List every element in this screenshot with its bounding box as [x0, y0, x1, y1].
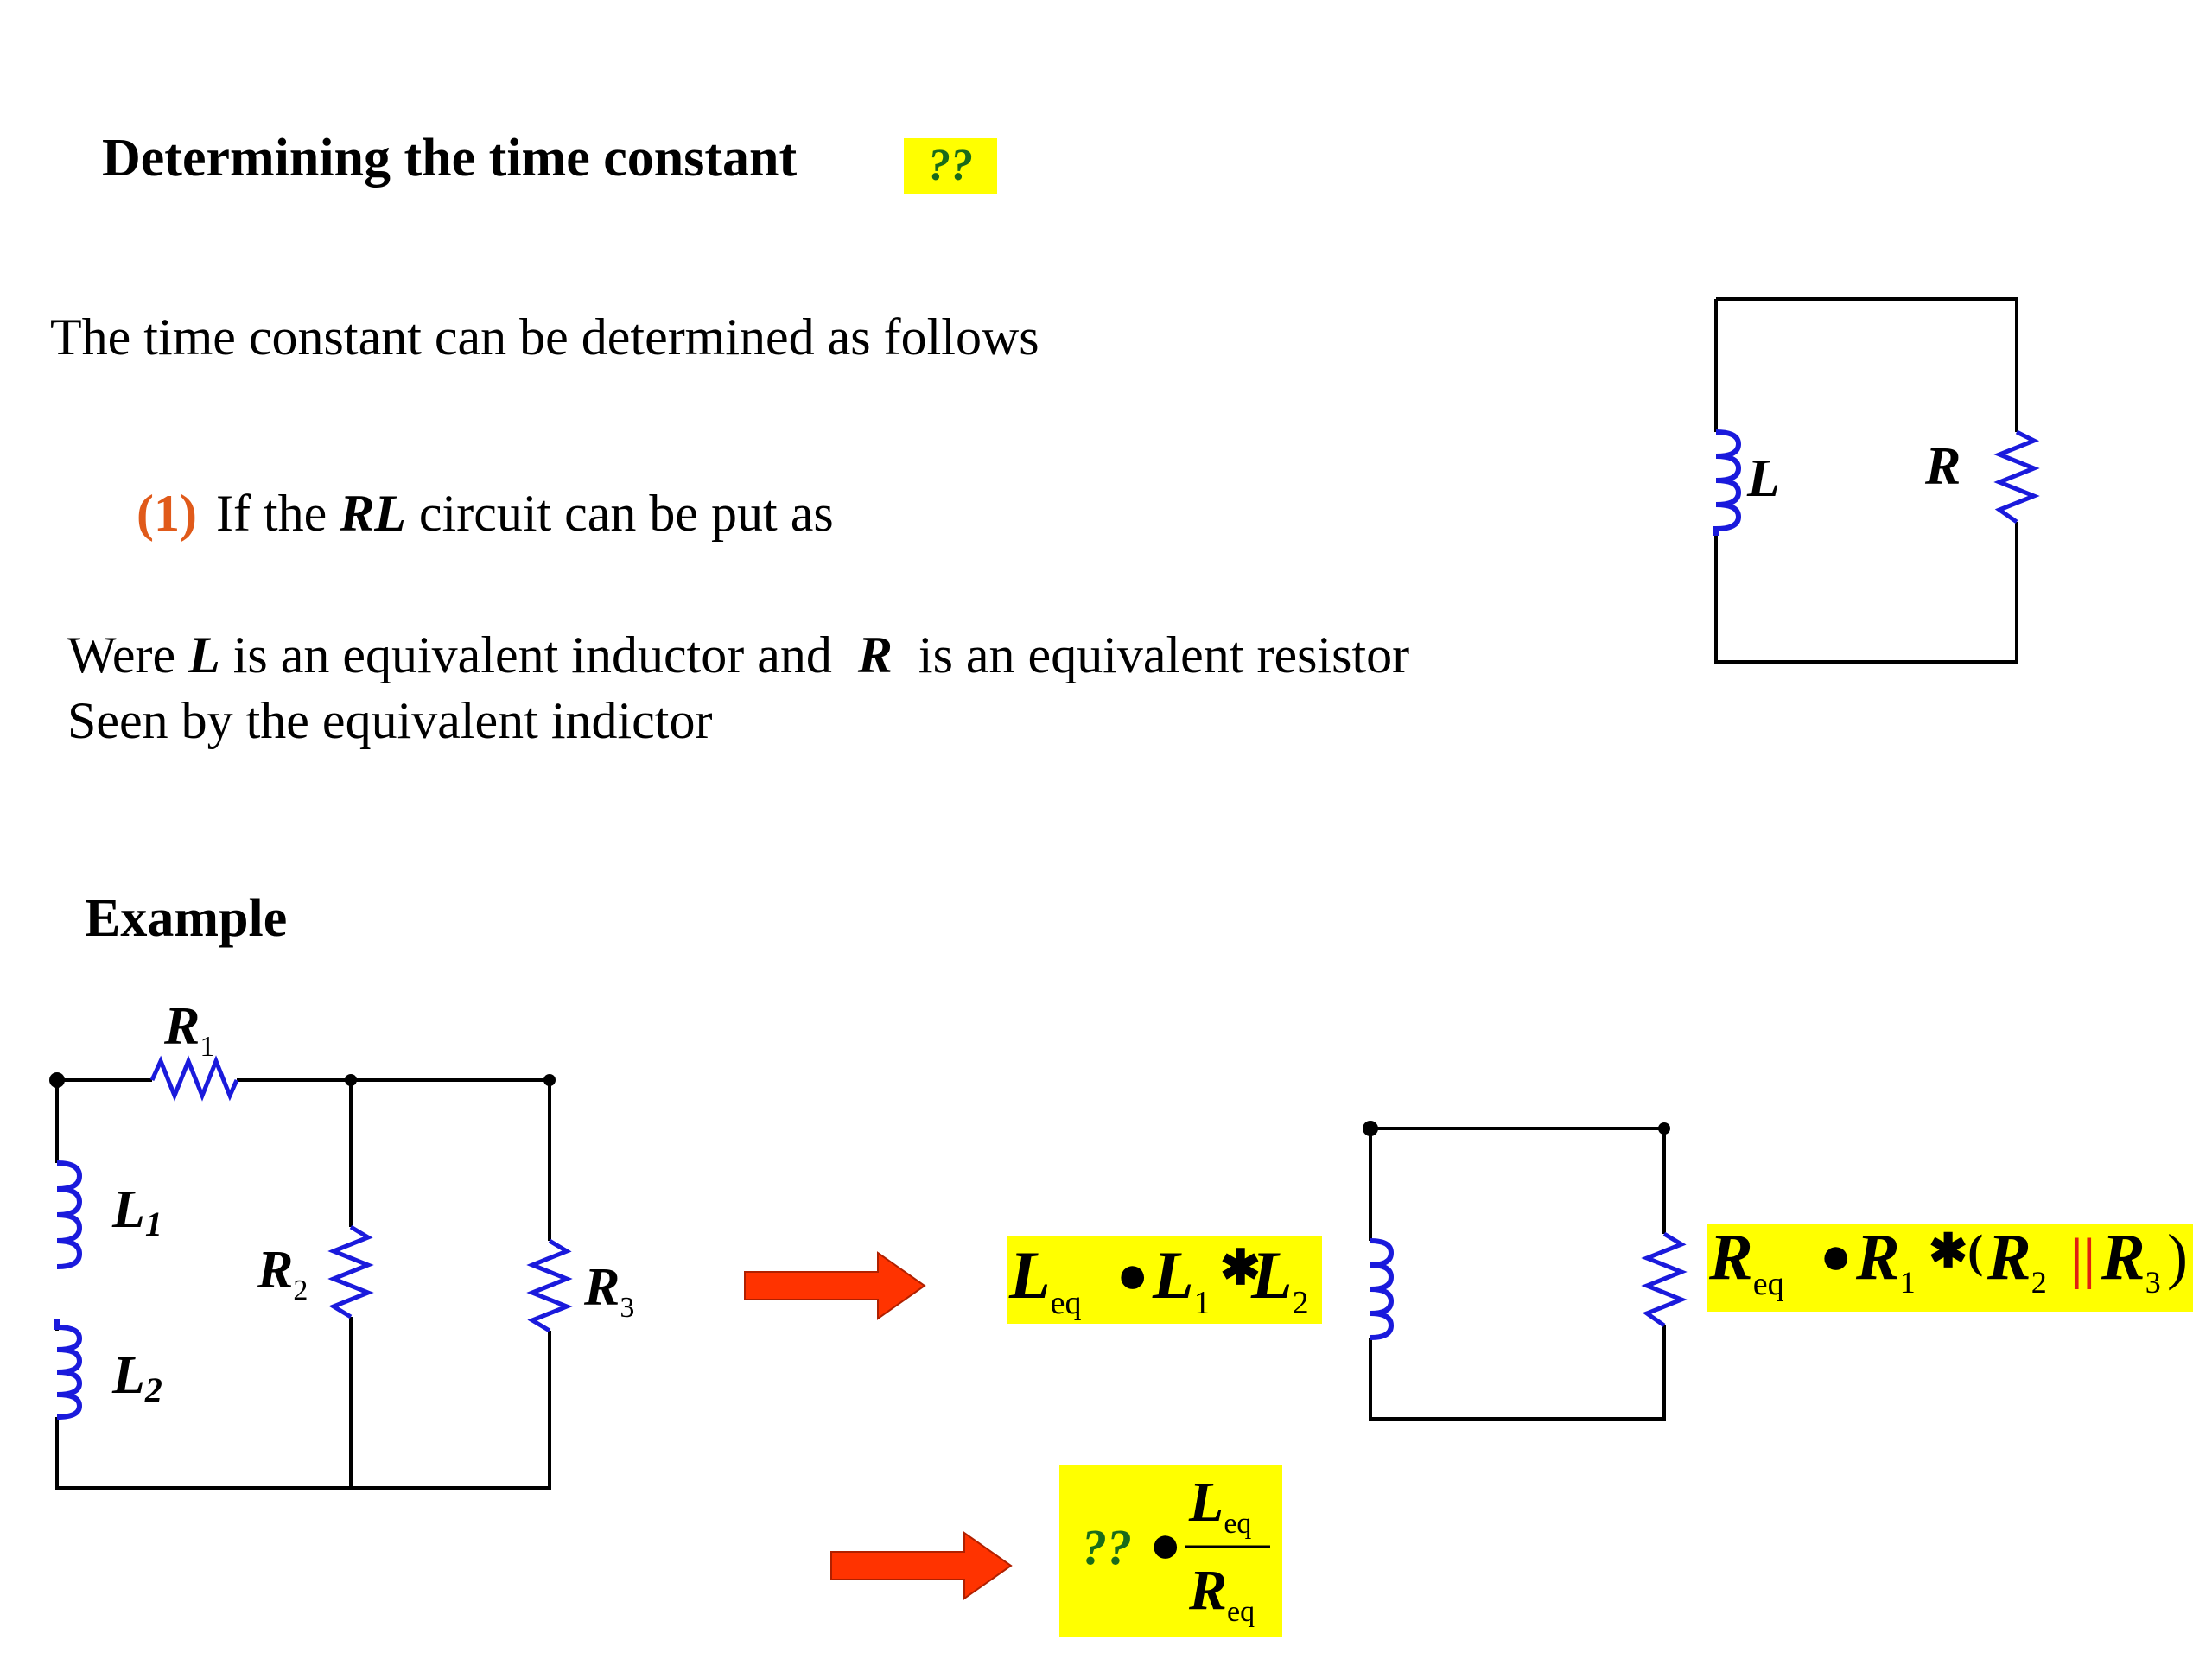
simple-inductor-icon — [1713, 429, 1742, 536]
svg-text:Leq: Leq — [1008, 1237, 1082, 1321]
svg-text:R3: R3 — [2101, 1221, 2161, 1300]
svg-text:||: || — [2070, 1227, 2095, 1290]
r3-resistor-icon — [526, 1238, 573, 1333]
svg-text:Req: Req — [1188, 1559, 1255, 1628]
explanation-end: is an equivalent resistor — [918, 626, 1410, 683]
intro-text: The time constant can be determined as f… — [50, 308, 1039, 365]
svg-text:●: ● — [1820, 1227, 1852, 1286]
l2-inductor-icon — [54, 1319, 83, 1420]
svg-text:●: ● — [1149, 1516, 1181, 1574]
r1-label: R1 — [163, 997, 214, 1063]
eq-resistor-icon — [1641, 1231, 1688, 1328]
r2-resistor-icon — [327, 1224, 374, 1319]
step-number: (1) — [137, 485, 197, 542]
svg-text:R2: R2 — [1986, 1221, 2047, 1300]
step-rl: RL — [340, 485, 406, 542]
r2-label: R2 — [257, 1241, 308, 1306]
arrow-right-icon — [744, 1251, 926, 1320]
explanation-mid: is an equivalent inductor and — [232, 626, 832, 683]
svg-text:): ) — [2167, 1222, 2188, 1291]
svg-text:●: ● — [1116, 1246, 1148, 1305]
equivalent-circuit — [1369, 1127, 1666, 1421]
svg-text:L2: L2 — [1250, 1237, 1309, 1321]
node-dot — [543, 1074, 556, 1086]
r3-label: R3 — [583, 1258, 634, 1324]
l1-label: L1 — [111, 1180, 162, 1243]
explanation-line-1: Were L is an equivalent inductor and R i… — [67, 626, 1409, 685]
node-dot — [49, 1072, 65, 1088]
explanation-line-2: Seen by the equivalent indictor — [67, 692, 713, 749]
svg-text:Req: Req — [1708, 1221, 1784, 1302]
step-pre: If the — [215, 485, 327, 542]
leq-formula-box — [1007, 1236, 1322, 1324]
l2-label: L2 — [111, 1346, 162, 1409]
node-dot — [1363, 1121, 1378, 1136]
page-title: Determining the time constant — [102, 129, 798, 188]
svg-text:✱: ✱ — [1220, 1242, 1261, 1295]
explanation-L: L — [188, 626, 220, 683]
explanation-were: Were — [67, 626, 176, 683]
step-post: circuit can be put as — [418, 485, 834, 542]
title-badge: ?? — [904, 138, 997, 194]
tau-formula-box — [1059, 1465, 1282, 1637]
example-heading: Example — [85, 889, 288, 948]
simple-rl-circuit — [1714, 297, 2018, 664]
tau-formula: ?? ● Leq Req — [1082, 1471, 1270, 1628]
svg-text:✱(: ✱( — [1929, 1225, 1983, 1277]
simple-inductor-label: L — [1746, 449, 1780, 508]
svg-text:Leq: Leq — [1188, 1471, 1251, 1540]
arrow-right-icon — [830, 1531, 1013, 1600]
r1-resistor-icon — [149, 1055, 239, 1102]
l1-inductor-icon — [56, 1160, 83, 1269]
simple-resistor-icon — [1993, 429, 2040, 524]
req-formula-box — [1707, 1224, 2193, 1312]
svg-text:??: ?? — [1082, 1519, 1132, 1575]
step-1: (1) If the RL circuit can be put as — [137, 484, 834, 543]
explanation-R: R — [857, 626, 893, 683]
svg-text:L1: L1 — [1152, 1237, 1211, 1321]
req-formula: Req ● R1 ✱( R2 || R3 ) — [1708, 1221, 2188, 1302]
svg-text:R1: R1 — [1855, 1221, 1916, 1300]
node-dot — [345, 1074, 357, 1086]
node-dot — [1658, 1122, 1670, 1135]
leq-formula: Leq ● L1 ✱ L2 — [1008, 1237, 1309, 1321]
simple-resistor-label: R — [1924, 437, 1961, 496]
eq-inductor-icon — [1370, 1238, 1395, 1340]
